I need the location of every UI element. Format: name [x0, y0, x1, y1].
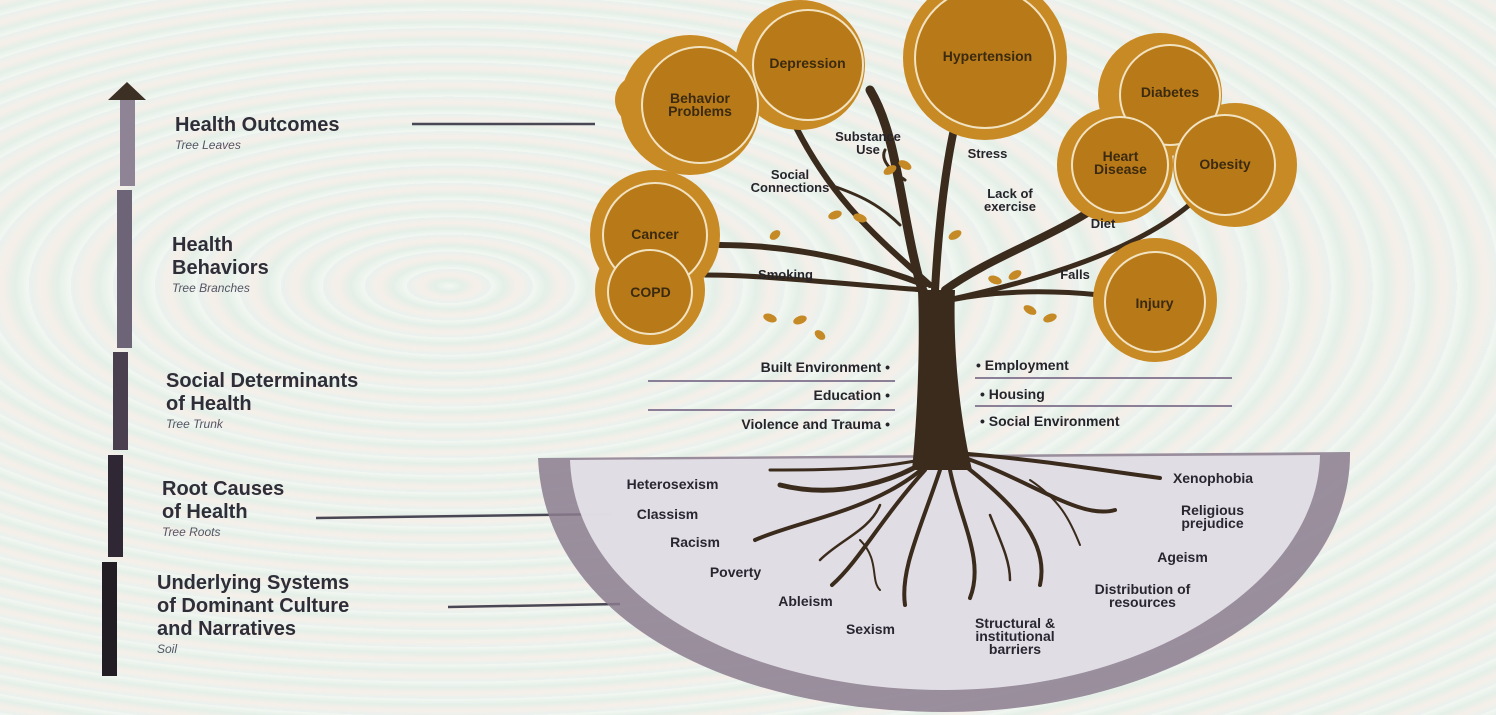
bar-segment-outcomes [120, 100, 135, 186]
leaf-cluster-left [590, 170, 720, 345]
branch-diet: Diet [1090, 216, 1116, 231]
trunk-violence-trauma: Violence and Trauma • [741, 416, 890, 432]
arrow-head [92, 84, 113, 100]
leaf-cluster-injury [1093, 238, 1217, 362]
root-xenophobia: Xenophobia [1172, 470, 1254, 486]
trunk-employment: • Employment [976, 357, 1069, 373]
leaf-cluster-right [1057, 33, 1297, 227]
root-classism: Classism [636, 506, 699, 522]
level-subtitle: Tree Trunk [166, 417, 223, 431]
level-health-behaviors: Health Behaviors Tree Branches [172, 234, 269, 295]
level-title: Underlying Systems of Dominant Culture a… [157, 572, 350, 640]
bar-segment-roots [108, 455, 123, 557]
leaf-diabetes: Diabetes [1140, 84, 1200, 100]
leaf-hypertension: Hypertension [942, 48, 1033, 64]
bar-segment-soil [102, 562, 117, 676]
branch-lack-of-exercise: Lack of exercise [983, 186, 1037, 214]
soil-inner [570, 455, 1320, 690]
bar-segment-determinants [113, 352, 128, 450]
leaf-heart-disease: Heart Disease [1094, 148, 1147, 177]
leaf-depression: Depression [769, 55, 846, 71]
tree-roots [753, 452, 1162, 607]
tree-trunk [912, 290, 972, 470]
leaf-copd: COPD [630, 284, 671, 300]
level-title: Health Behaviors [172, 234, 269, 279]
level-subtitle: Soil [157, 642, 178, 656]
branch-smoking: Smoking [758, 267, 813, 282]
branch-substance-use: Substance Use [835, 129, 901, 157]
root-heterosexism: Heterosexism [626, 476, 719, 492]
level-underlying-systems: Underlying Systems of Dominant Culture a… [157, 572, 349, 656]
leaf-cancer: Cancer [631, 226, 679, 242]
leaf-behavior-problems: Behavior Problems [668, 90, 732, 119]
connector-soil [447, 602, 621, 609]
branch-social-connections: Social Connections [750, 167, 830, 195]
leaf-obesity: Obesity [1199, 156, 1251, 172]
level-title: Health Outcomes [175, 114, 340, 136]
level-title: Social Determinants of Health [166, 370, 359, 415]
level-social-determinants: Social Determinants of Health Tree Trunk [166, 370, 358, 431]
root-structural-barriers: Structural & institutional barriers [974, 615, 1056, 657]
level-health-outcomes: Health Outcomes Tree Leaves [175, 114, 339, 152]
leaf-injury: Injury [1135, 295, 1174, 311]
level-title: Root Causes of Health [162, 478, 285, 523]
root-ageism: Ageism [1157, 549, 1208, 565]
root-religious-prejudice: Religious prejudice [1180, 502, 1244, 531]
arrow-head-shape [108, 82, 146, 100]
root-ableism: Ableism [778, 593, 833, 609]
scatter-leaves [763, 160, 1057, 340]
branch-falls: Falls [1060, 267, 1090, 282]
level-subtitle: Tree Roots [162, 525, 221, 539]
root-racism: Racism [670, 534, 720, 550]
trunk-social-environment: • Social Environment [980, 413, 1120, 429]
leaf-cluster-top [903, 0, 1067, 140]
level-root-causes: Root Causes of Health Tree Roots [162, 478, 284, 539]
bar-segment-behaviors [117, 190, 132, 348]
level-subtitle: Tree Leaves [175, 138, 241, 152]
trunk-education: Education • [813, 387, 890, 403]
level-subtitle: Tree Branches [172, 281, 250, 295]
branch-stress: Stress [967, 146, 1008, 161]
root-poverty: Poverty [709, 564, 762, 580]
root-distribution-resources: Distribution of resources [1094, 581, 1191, 610]
trunk-built-environment: Built Environment • [760, 359, 890, 375]
root-sexism: Sexism [845, 621, 896, 637]
leaf-cluster-top-left [615, 0, 865, 175]
trunk-housing: • Housing [980, 386, 1045, 402]
